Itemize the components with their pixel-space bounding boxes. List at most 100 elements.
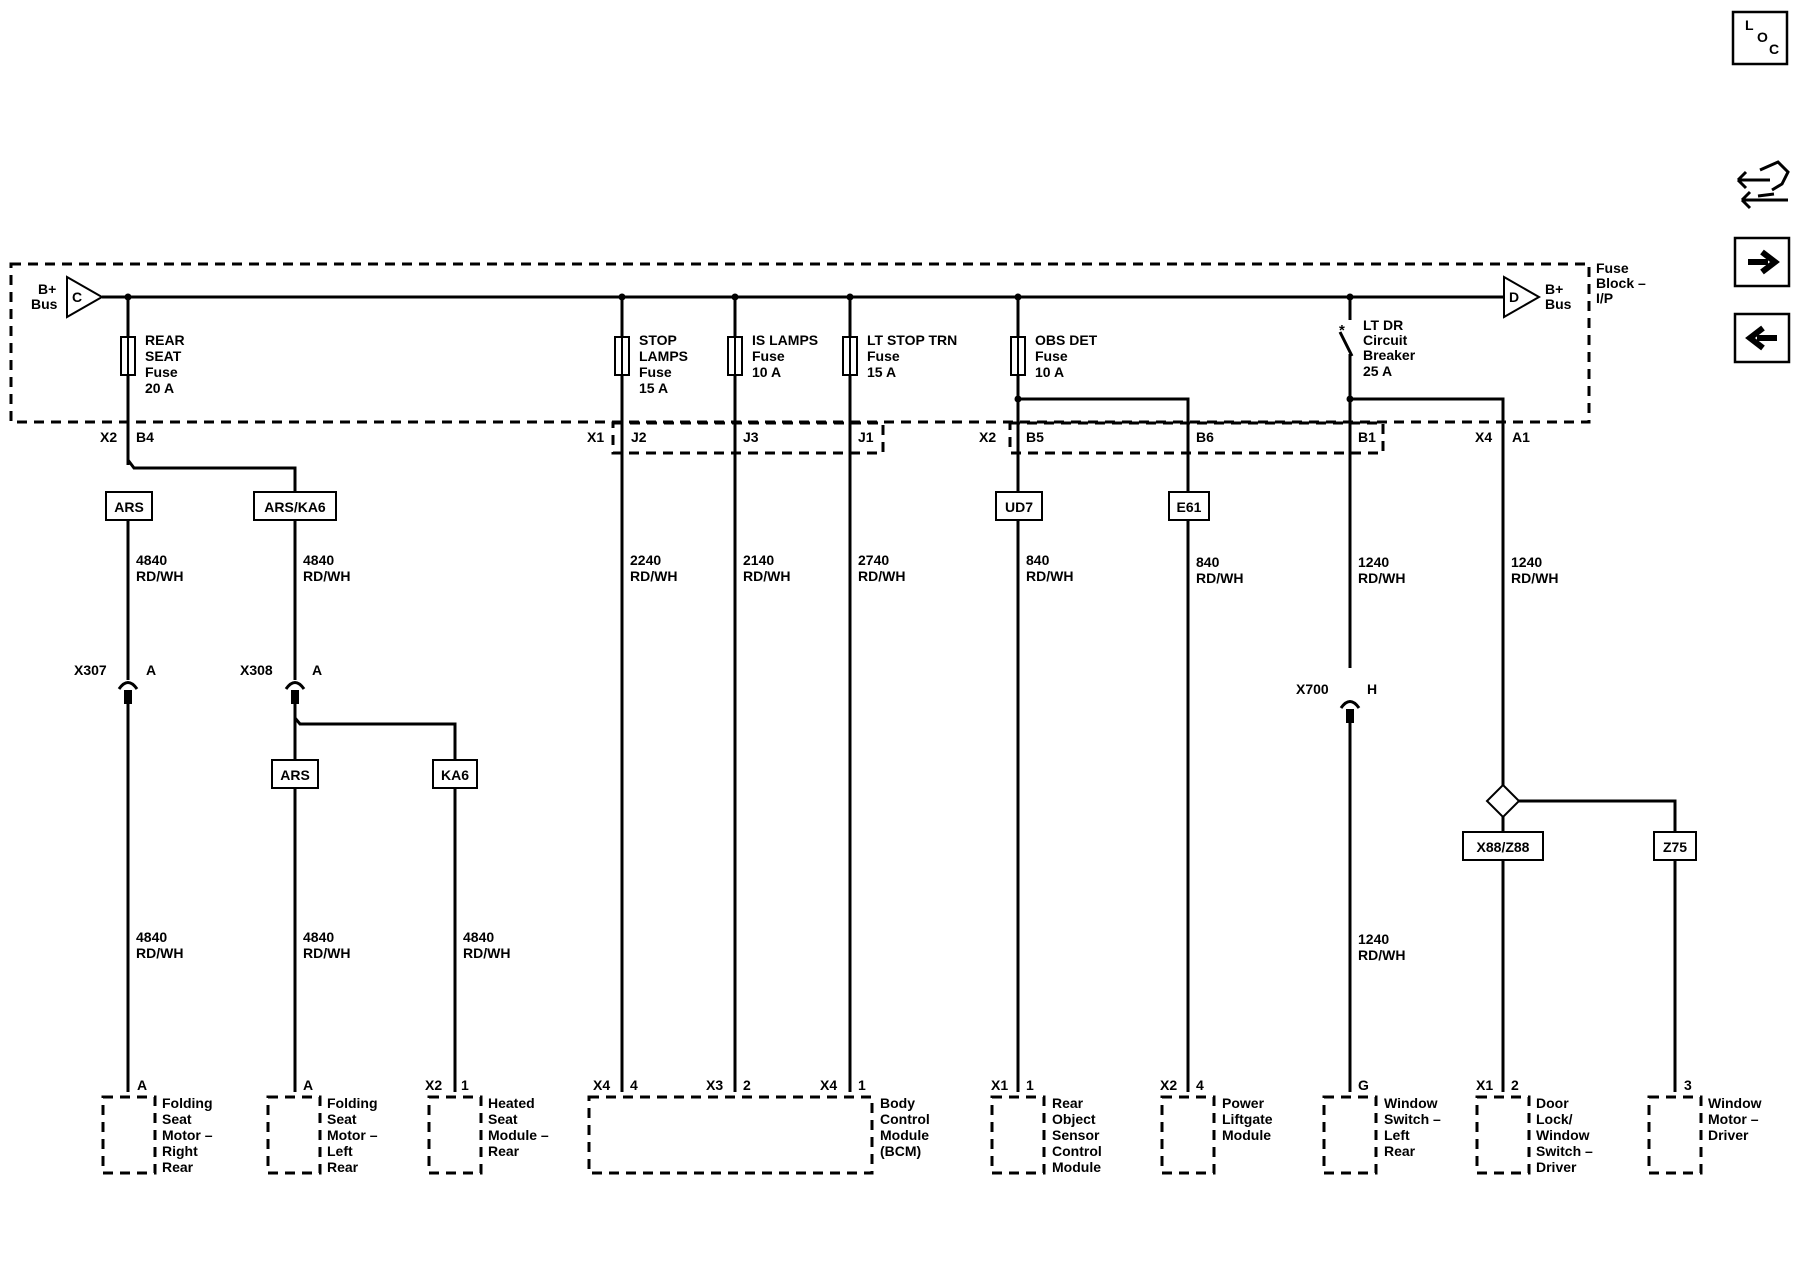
component-window-switch-left-rear	[1322, 1095, 1378, 1175]
wire-label: RD/WH	[1358, 570, 1405, 586]
pin-label: X2	[979, 429, 996, 445]
component-pin: X3	[706, 1077, 723, 1093]
component-pin: X2	[1160, 1077, 1177, 1093]
component-pin: 4	[630, 1077, 638, 1093]
component-pin: 2	[743, 1077, 751, 1093]
option-ars: ARS	[271, 759, 319, 789]
schematic-icon[interactable]	[1736, 160, 1790, 210]
pin-label: A1	[1512, 429, 1530, 445]
wire-label: 1240	[1358, 931, 1389, 947]
wire-label: 1240	[1511, 554, 1542, 570]
svg-text:Z75: Z75	[1663, 839, 1687, 855]
fuse-label: LT DR	[1363, 317, 1403, 333]
bus-connector-d: D B+ Bus	[1503, 275, 1572, 319]
component-label: Folding	[162, 1095, 213, 1111]
wire-label: RD/WH	[1358, 947, 1405, 963]
component-label: Object	[1052, 1111, 1096, 1127]
bus-junctions	[124, 293, 1354, 301]
component-label: Rear	[1052, 1095, 1084, 1111]
pin-label: B4	[136, 429, 154, 445]
component-label: Body	[880, 1095, 915, 1111]
fuse-label: Fuse	[752, 348, 785, 364]
fuse-label: 10 A	[1035, 364, 1064, 380]
fuse-label: Breaker	[1363, 347, 1416, 363]
pin-label: B6	[1196, 429, 1214, 445]
svg-text:A: A	[146, 662, 156, 678]
wire-label: 1240	[1358, 554, 1389, 570]
component-label: Folding	[327, 1095, 378, 1111]
option-e61: E61	[1168, 491, 1210, 521]
wire-label: RD/WH	[1196, 570, 1243, 586]
option-ars-ka6: ARS/KA6	[253, 491, 337, 521]
fuse-block-label: Fuse	[1596, 260, 1629, 276]
component-pin: X2	[425, 1077, 442, 1093]
component-label: Rear	[162, 1159, 194, 1175]
component-pin: G	[1358, 1077, 1369, 1093]
pin-label: J2	[631, 429, 647, 445]
bus-label: Bus	[31, 296, 58, 312]
component-label: Door	[1536, 1095, 1569, 1111]
svg-text:E61: E61	[1177, 499, 1202, 515]
wire-label: 4840	[136, 552, 167, 568]
component-heated-seat-module-rear	[427, 1095, 483, 1175]
component-pin: 3	[1684, 1077, 1692, 1093]
inline-connector-x700: X700 H	[1296, 668, 1377, 723]
loc-icon[interactable]: L O C	[1731, 10, 1789, 66]
component-label: Motor –	[1708, 1111, 1759, 1127]
pin-label: J1	[858, 429, 874, 445]
svg-text:A: A	[312, 662, 322, 678]
component-folding-seat-motor-right-rear	[101, 1095, 157, 1175]
fuse-block-label: I/P	[1596, 290, 1613, 306]
component-pin: X4	[820, 1077, 837, 1093]
wire-label: RD/WH	[303, 568, 350, 584]
component-pin: A	[137, 1077, 147, 1093]
bus-connector-c: C B+ Bus	[31, 275, 105, 319]
component-label: Switch –	[1536, 1143, 1593, 1159]
component-pin: 1	[461, 1077, 469, 1093]
inline-connector-x307: X307 A	[74, 662, 156, 704]
component-folding-seat-motor-left-rear	[266, 1095, 322, 1175]
wire-label: RD/WH	[858, 568, 905, 584]
component-label: Driver	[1536, 1159, 1577, 1175]
component-pin: X1	[1476, 1077, 1493, 1093]
fuse-label: REAR	[145, 332, 185, 348]
option-ars: ARS	[105, 491, 153, 521]
bus-letter: C	[72, 289, 82, 305]
component-label: Rear	[327, 1159, 359, 1175]
option-ka6: KA6	[432, 759, 478, 789]
fuse-label: Circuit	[1363, 332, 1408, 348]
wire-label: 2240	[630, 552, 661, 568]
bus-label: B+	[1545, 281, 1563, 297]
connector-x1-boundary	[611, 421, 885, 455]
pin-label: X2	[100, 429, 117, 445]
wire-label: 4840	[303, 552, 334, 568]
fuse-label: 15 A	[867, 364, 896, 380]
wire-label: 840	[1196, 554, 1220, 570]
component-label: Control	[1052, 1143, 1102, 1159]
wire-label: RD/WH	[743, 568, 790, 584]
component-label: Rear	[488, 1143, 520, 1159]
component-label: Sensor	[1052, 1127, 1100, 1143]
component-label: Left	[327, 1143, 353, 1159]
bus-label: B+	[38, 281, 56, 297]
fuse-label: IS LAMPS	[752, 332, 818, 348]
component-label: (BCM)	[880, 1143, 921, 1159]
component-power-liftgate-module	[1160, 1095, 1216, 1175]
wire-label: RD/WH	[463, 945, 510, 961]
fuse-label: Fuse	[639, 364, 672, 380]
splice-diamond	[1485, 783, 1521, 819]
bus-letter: D	[1509, 289, 1519, 305]
svg-text:H: H	[1367, 681, 1377, 697]
component-label: Control	[880, 1111, 930, 1127]
component-label: Window	[1708, 1095, 1762, 1111]
svg-text:UD7: UD7	[1005, 499, 1033, 515]
loc-letter-o: O	[1757, 29, 1768, 45]
previous-arrow-icon[interactable]	[1733, 312, 1791, 364]
next-arrow-icon[interactable]	[1733, 236, 1791, 288]
component-pin: 1	[1026, 1077, 1034, 1093]
fuse-label: 15 A	[639, 380, 668, 396]
component-label: Window	[1384, 1095, 1438, 1111]
option-z75: Z75	[1653, 831, 1697, 861]
wire-label: 4840	[303, 929, 334, 945]
wire-label: RD/WH	[136, 945, 183, 961]
